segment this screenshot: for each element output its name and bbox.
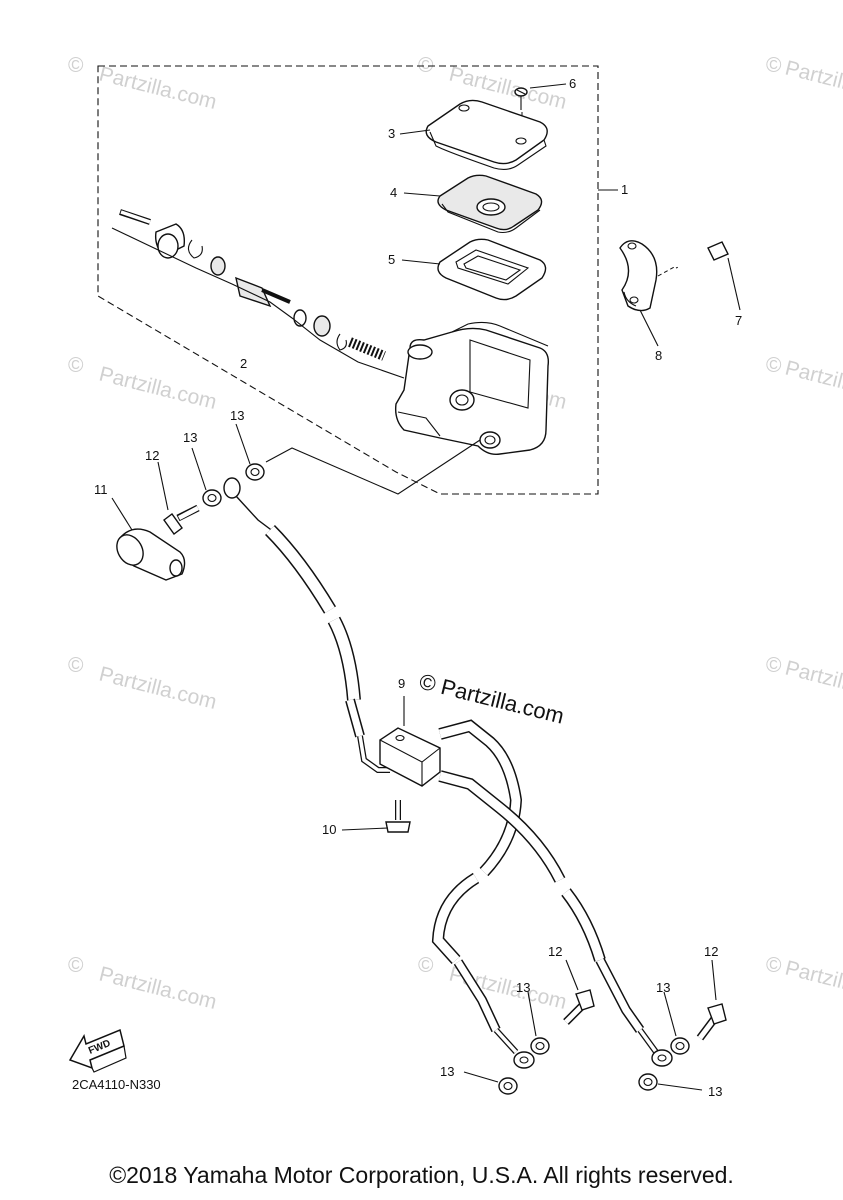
- part-3-cover[interactable]: [425, 99, 548, 171]
- part-11-cap[interactable]: [112, 528, 186, 581]
- callout-6: 6: [569, 76, 576, 91]
- watermark-symbol: ©: [418, 954, 434, 977]
- callout-12: 12: [704, 944, 718, 959]
- part-7-bolt[interactable]: [675, 241, 729, 270]
- callout-10: 10: [322, 822, 336, 837]
- part-13-washer[interactable]: [498, 1077, 518, 1095]
- part-12-banjo-bolt[interactable]: [163, 504, 200, 535]
- callout-5: 5: [388, 252, 395, 267]
- callout-leader-lines: [111, 83, 741, 1091]
- diagram-part-code: 2CA4110-N330: [72, 1077, 161, 1092]
- watermark-text: Partzilla.com: [97, 963, 219, 1014]
- callout-13: 13: [440, 1064, 454, 1079]
- callout-13: 13: [708, 1084, 722, 1099]
- brake-hose-lower-right[interactable]: [438, 770, 673, 1067]
- part-13-washer[interactable]: [245, 463, 265, 481]
- watermark-symbol: ©: [68, 654, 84, 677]
- part-10-bolt[interactable]: [385, 800, 411, 833]
- assembly-1-outline: [97, 65, 599, 495]
- callout-13: 13: [183, 430, 197, 445]
- watermark-symbol: ©: [766, 54, 782, 77]
- watermark-symbol: ©: [418, 54, 434, 77]
- callout-4: 4: [390, 185, 397, 200]
- callout-13: 13: [516, 980, 530, 995]
- callout-12: 12: [548, 944, 562, 959]
- watermark-symbol: ©: [68, 354, 84, 377]
- watermark-symbol: ©: [766, 354, 782, 377]
- part-2-leader-chain: [111, 227, 405, 379]
- connection-leader-line: [265, 439, 481, 495]
- watermark-text: Partzilla.com: [783, 957, 843, 1008]
- part-2-piston-kit[interactable]: [119, 209, 386, 361]
- brake-hose-upper[interactable]: [223, 477, 390, 773]
- watermark-main: © Partzilla.com: [417, 669, 567, 729]
- callout-7: 7: [735, 313, 742, 328]
- callout-3: 3: [388, 126, 395, 141]
- callout-13: 13: [230, 408, 244, 423]
- callout-8: 8: [655, 348, 662, 363]
- part-12-banjo-bolt[interactable]: [563, 989, 595, 1025]
- copyright-footer: ©2018 Yamaha Motor Corporation, U.S.A. A…: [109, 1162, 734, 1188]
- part-13-washer[interactable]: [670, 1037, 690, 1055]
- callout-1: 1: [621, 182, 628, 197]
- fwd-arrow-icon: FWD: [68, 1028, 127, 1073]
- watermark-text: Partzilla.com: [97, 63, 219, 114]
- callout-2: 2: [240, 356, 247, 371]
- callout-11: 11: [94, 482, 108, 497]
- callout-13: 13: [656, 980, 670, 995]
- callout-12: 12: [145, 448, 159, 463]
- master-cylinder-body[interactable]: [394, 321, 550, 456]
- watermark-symbol: ©: [766, 654, 782, 677]
- watermark-text: Partzilla.com: [783, 657, 843, 708]
- part-13-washer[interactable]: [530, 1037, 550, 1055]
- watermark-text: Partzilla.com: [97, 663, 219, 714]
- part-4-diaphragm-plate[interactable]: [437, 174, 543, 234]
- part-8-holder[interactable]: [619, 240, 658, 312]
- watermark-text: Partzilla.com: [97, 363, 219, 414]
- watermark-symbol: ©: [68, 54, 84, 77]
- watermark-text: Partzilla.com: [783, 357, 843, 408]
- part-12-banjo-bolt[interactable]: [696, 1003, 727, 1041]
- part-13-washer[interactable]: [638, 1073, 658, 1091]
- watermark-symbol: ©: [766, 954, 782, 977]
- part-13-washer[interactable]: [202, 489, 222, 507]
- bolt-guide-line: [657, 265, 677, 277]
- part-6-screw[interactable]: [514, 87, 528, 110]
- brake-hose-lower-left[interactable]: [431, 719, 535, 1069]
- part-5-diaphragm[interactable]: [437, 238, 547, 301]
- part-9-joint[interactable]: [379, 727, 441, 787]
- watermark-symbol: ©: [68, 954, 84, 977]
- watermark-text: Partzilla.com: [783, 57, 843, 108]
- callout-9: 9: [398, 676, 405, 691]
